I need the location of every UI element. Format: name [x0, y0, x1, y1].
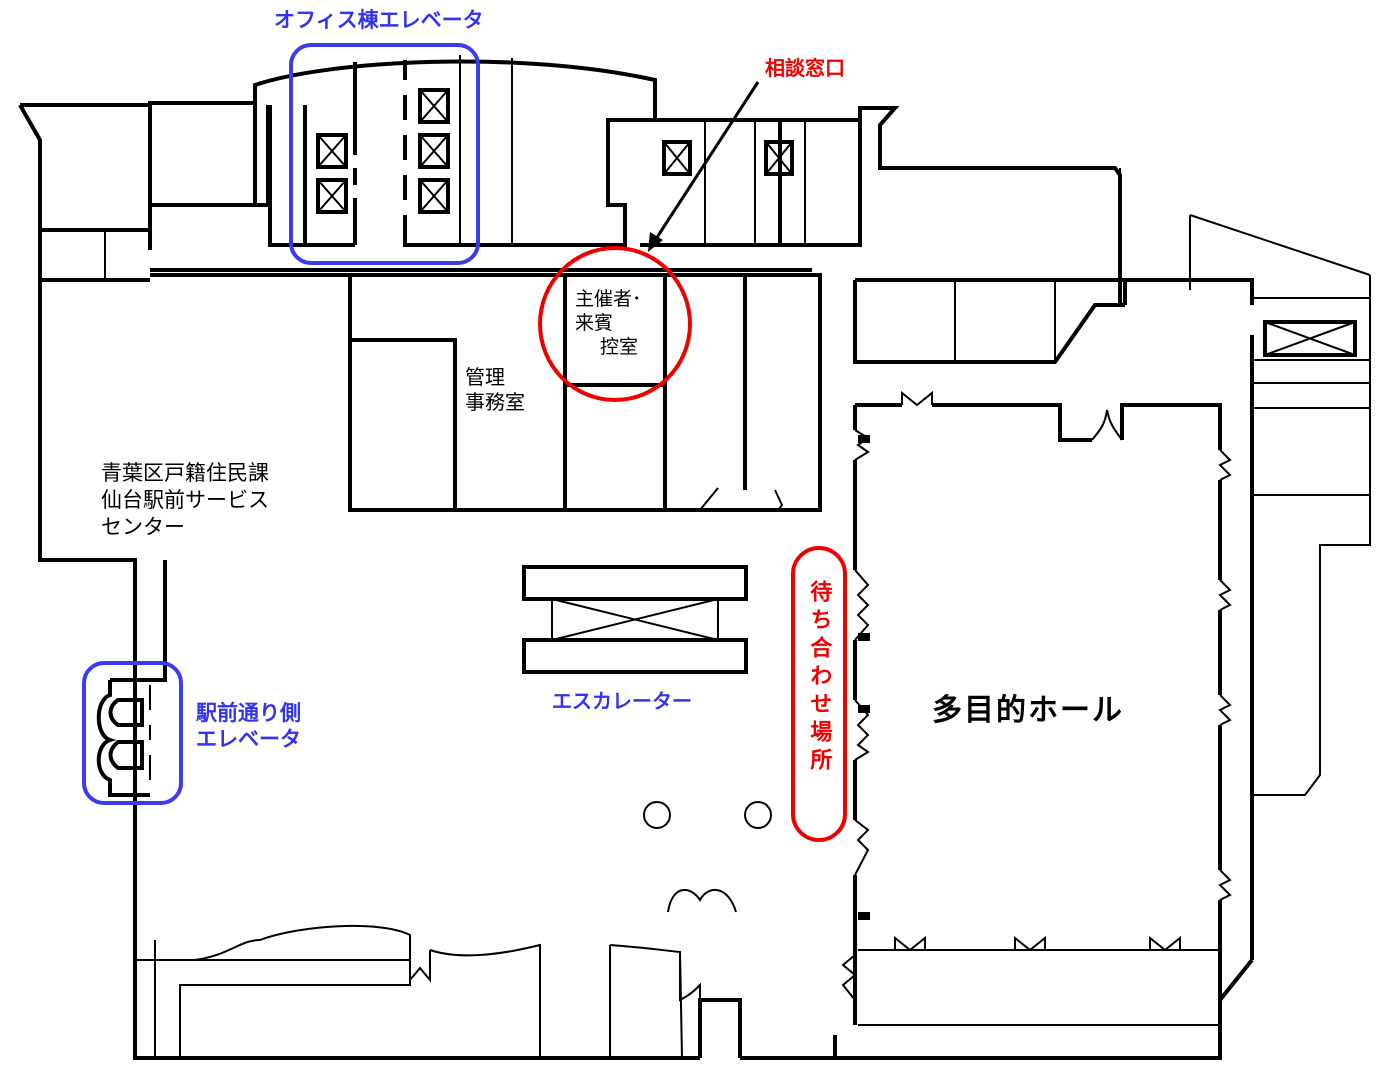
- escalator-label: エスカレーター: [552, 689, 692, 713]
- management-office-label[interactable]: 管理 事務室: [465, 365, 525, 414]
- office-elevator-label: オフィス棟エレベータ: [274, 8, 484, 32]
- consultation-desk-label: 相談窓口: [765, 56, 845, 80]
- organizer-room-label[interactable]: 主催者･ 来賓 控室: [575, 288, 642, 358]
- station-side-elevator-label: 駅前通り側 エレベータ: [196, 701, 301, 752]
- multipurpose-hall-label[interactable]: 多目的ホール: [932, 693, 1124, 728]
- arrow-icon: [648, 81, 760, 252]
- organizer-room-highlight: [538, 246, 692, 402]
- ward-service-center-label[interactable]: 青葉区戸籍住民課 仙台駅前サービス センター: [101, 461, 269, 539]
- elevator-shaft-icon: [316, 88, 1357, 357]
- station-elevator-highlight: [82, 661, 183, 805]
- meeting-place-highlight: [791, 546, 847, 842]
- outer-walls: [18, 55, 1371, 1060]
- meeting-place-label[interactable]: 待ち合わせ場所: [806, 580, 832, 776]
- escalator-icon: [522, 565, 748, 674]
- office-elevator-highlight: [289, 43, 480, 265]
